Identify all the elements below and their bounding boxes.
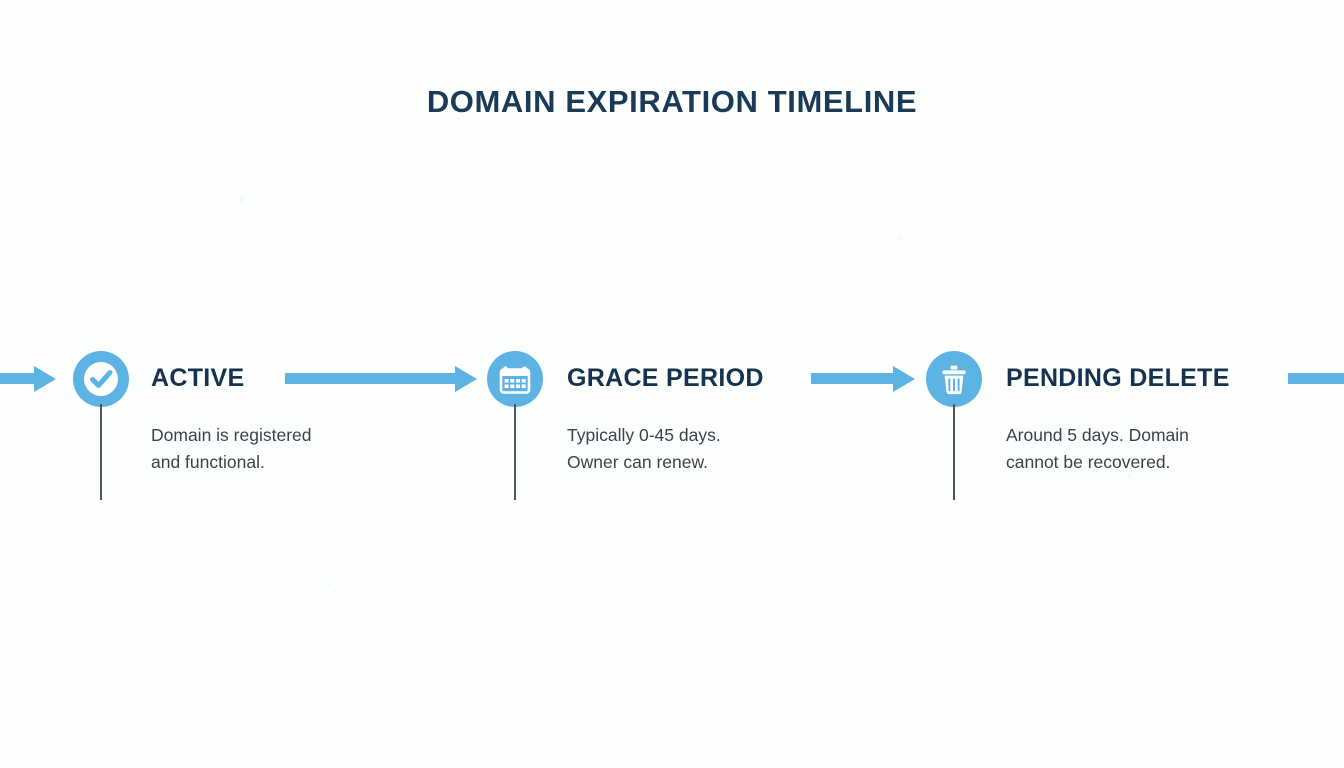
arrow-shaft (285, 373, 457, 384)
stage-stem (953, 404, 955, 500)
stage-title: GRACE PERIOD (567, 364, 764, 392)
page-title: DOMAIN EXPIRATION TIMELINE (426, 84, 918, 119)
arrow-head (455, 365, 477, 392)
stage-description: Typically 0-45 days. Owner can renew. (567, 425, 721, 473)
stage-description: Around 5 days. Domain cannot be recovere… (1006, 425, 1189, 473)
stage-title: PENDING DELETE (1006, 364, 1230, 392)
stage-title: ACTIVE (151, 364, 245, 392)
check-circle-icon (73, 351, 129, 407)
arrow-head (893, 365, 915, 392)
stage-stem (514, 404, 516, 500)
arrow-head (34, 365, 56, 392)
stage-description: Domain is registered and functional. (151, 425, 312, 473)
arrow-shaft (1288, 373, 1344, 384)
arrow-shaft (0, 373, 36, 384)
calendar-icon (487, 351, 543, 407)
arrow-shaft (811, 373, 895, 384)
trash-icon (926, 351, 982, 407)
stage-stem (100, 404, 102, 500)
